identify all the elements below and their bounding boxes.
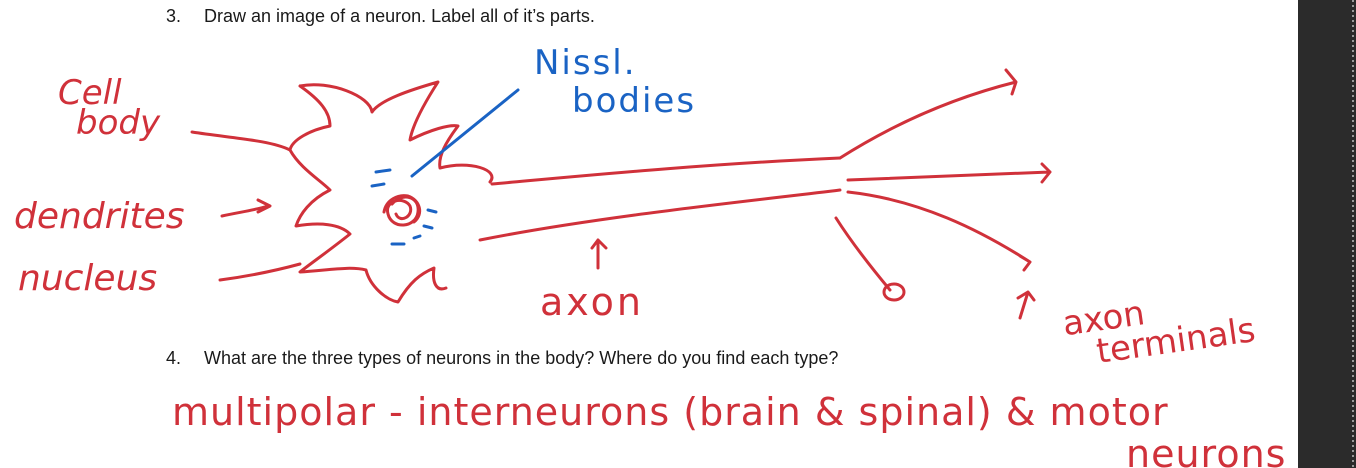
label-axon-terminals: axon terminals bbox=[1060, 293, 1258, 372]
label-nissl-line1: Nissl. bbox=[534, 43, 637, 83]
answer-line-2: neurons bbox=[1126, 432, 1287, 468]
label-nissl-line2: bodies bbox=[572, 81, 697, 121]
label-nissl-bodies: Nissl. bodies bbox=[534, 44, 696, 120]
nissl-pointer bbox=[370, 88, 520, 246]
question-4-text: What are the three types of neurons in t… bbox=[204, 348, 839, 368]
label-cell-body-line1: Cell bbox=[58, 73, 122, 113]
question-3-number: 3. bbox=[166, 6, 182, 26]
neuron-sketch bbox=[190, 68, 1052, 320]
scrollbar-track[interactable] bbox=[1352, 0, 1354, 468]
question-4: 4. What are the three types of neurons in… bbox=[166, 348, 838, 369]
label-cell-body-line2: body bbox=[76, 103, 161, 143]
neuron-drawing bbox=[190, 68, 1052, 320]
document-page: 3. Draw an image of a neuron. Label all o… bbox=[14, 6, 1287, 468]
question-4-number: 4. bbox=[166, 348, 182, 368]
label-axon: axon bbox=[540, 280, 644, 324]
label-dendrites: dendrites bbox=[14, 196, 185, 237]
label-cell-body: Cell body bbox=[58, 73, 161, 143]
question-3: 3. Draw an image of a neuron. Label all o… bbox=[166, 6, 595, 27]
vertical-scrollbar[interactable] bbox=[1298, 0, 1356, 468]
answer-line: multipolar - interneurons (brain & spina… bbox=[172, 390, 1169, 434]
label-nucleus: nucleus bbox=[18, 258, 158, 299]
question-3-text: Draw an image of a neuron. Label all of … bbox=[204, 6, 595, 26]
